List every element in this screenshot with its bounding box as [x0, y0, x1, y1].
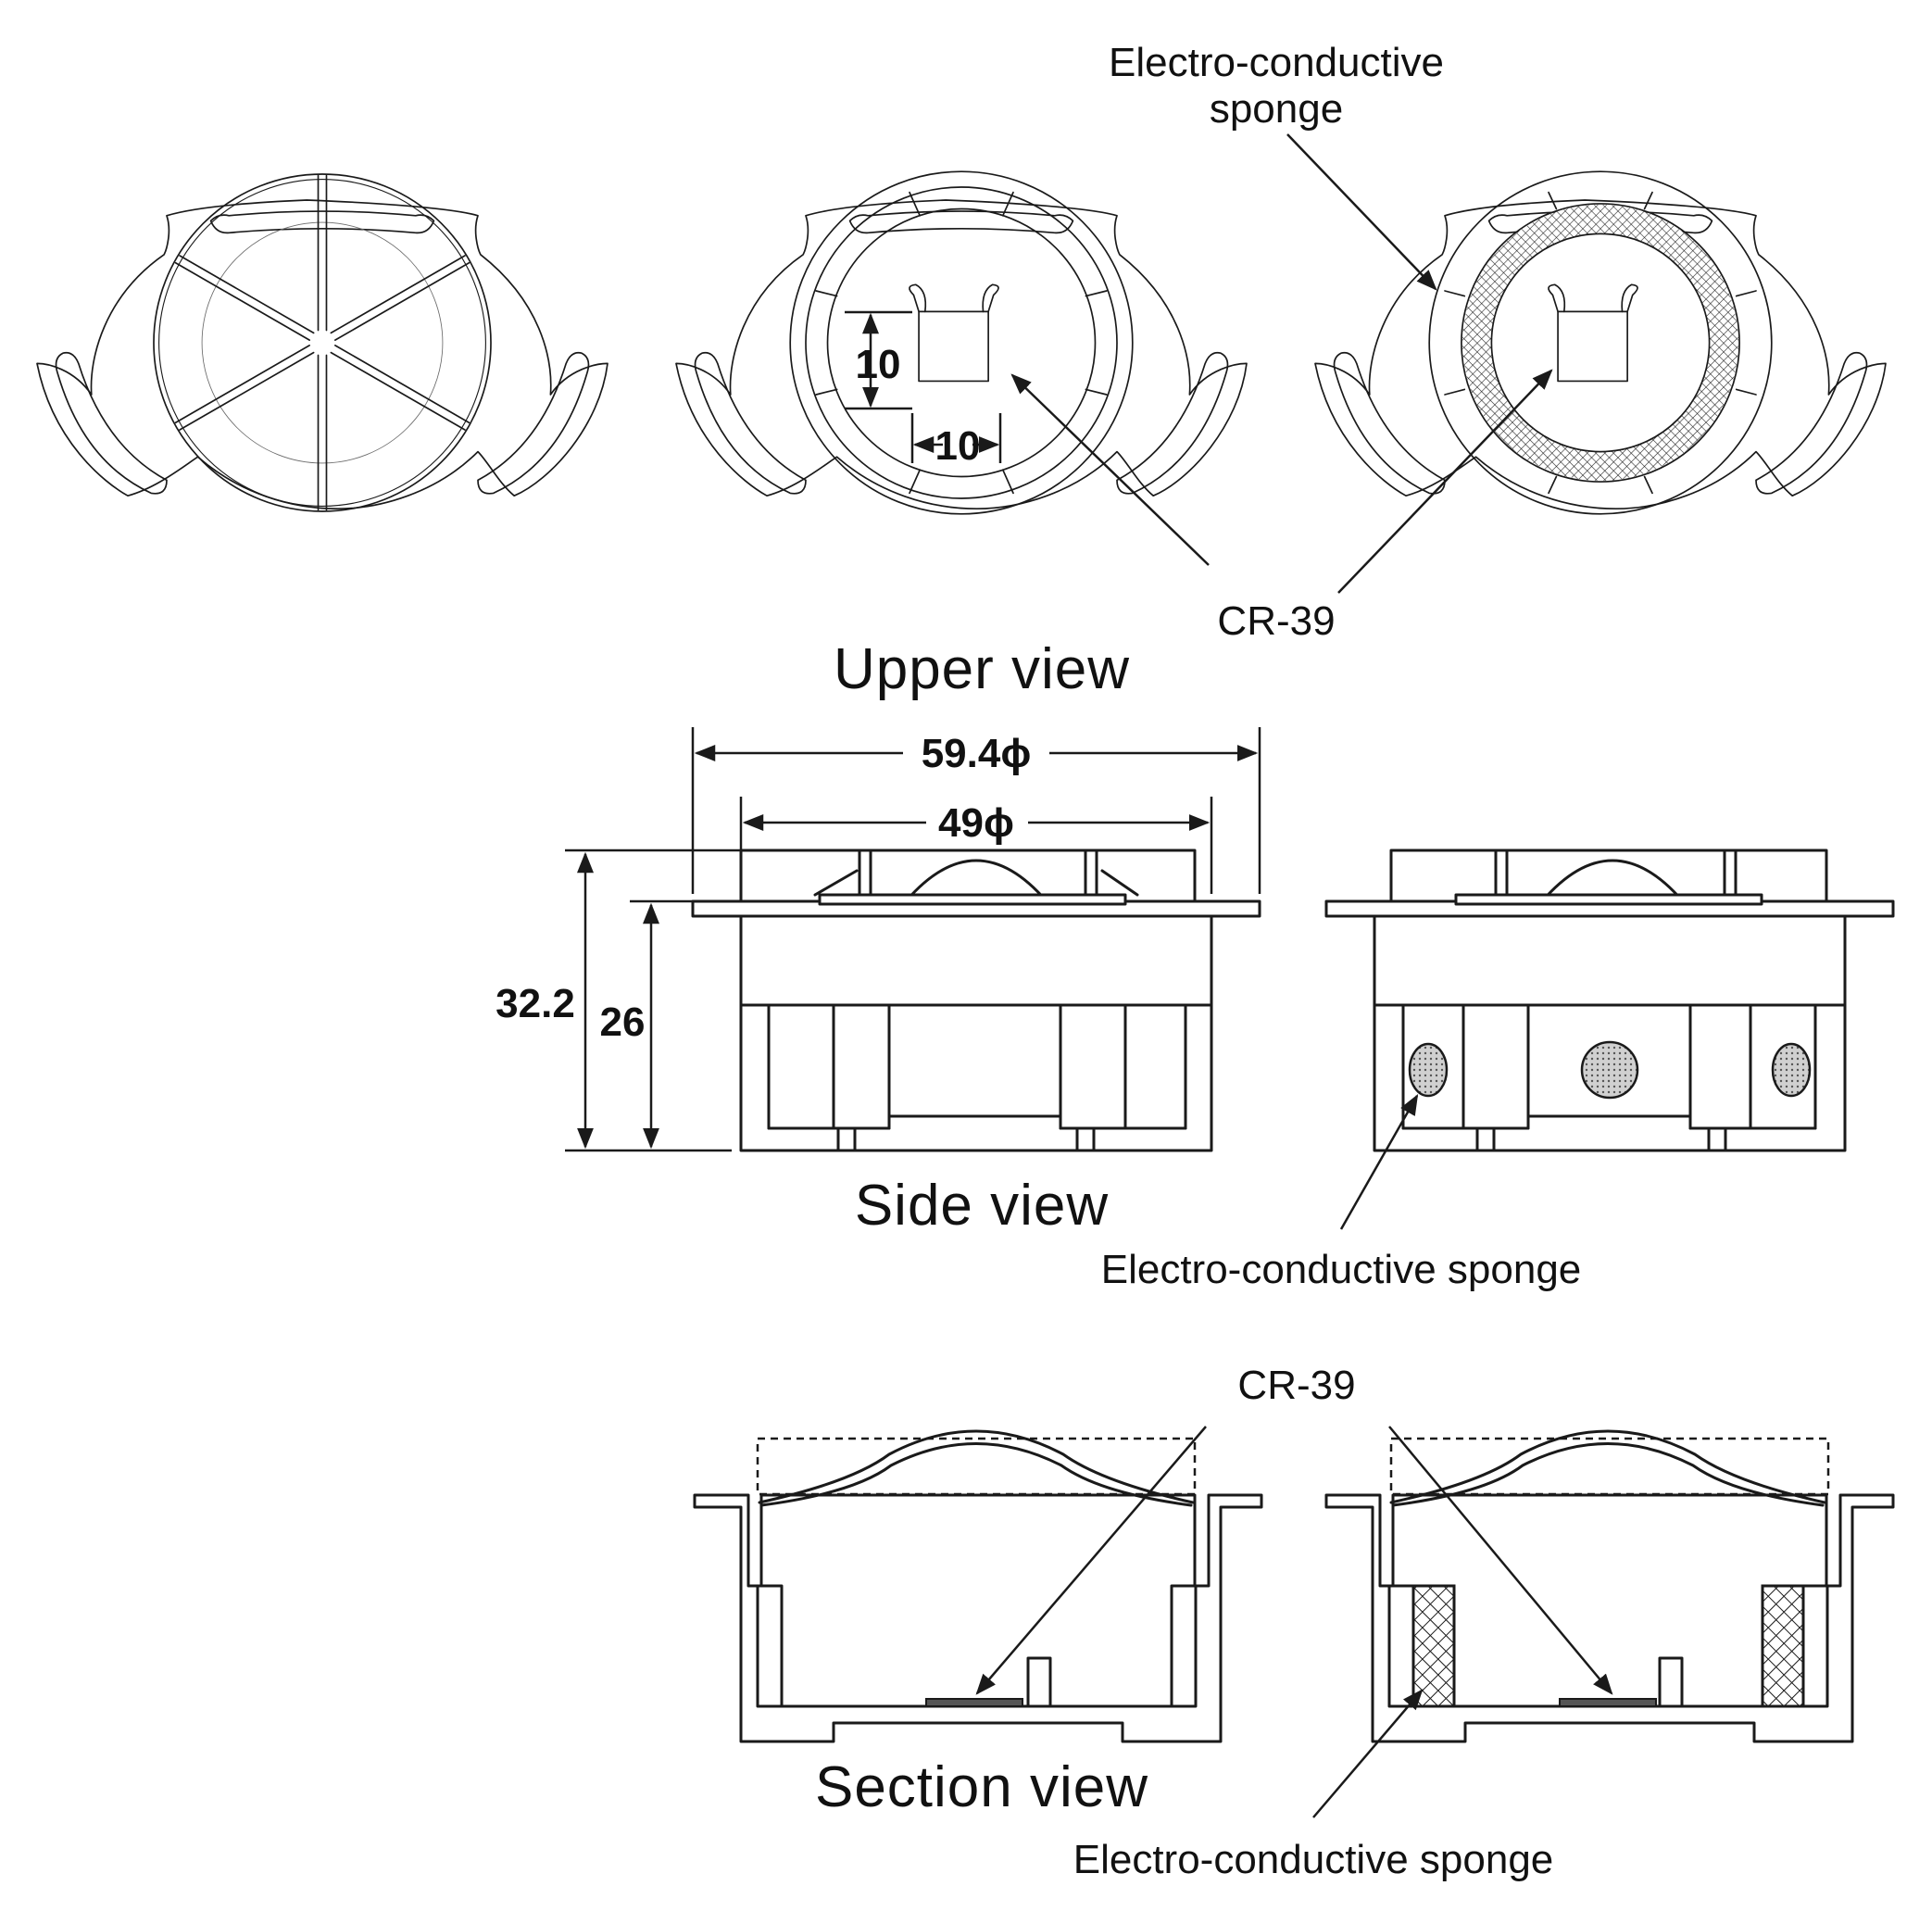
upper-view-leaders	[1010, 133, 1553, 594]
window-height-label: 10	[856, 342, 901, 387]
outer-diameter-label: 59.4ϕ	[922, 731, 1032, 776]
section-view-caption: Section view	[815, 1755, 1148, 1819]
side-sponge-leader	[1339, 1094, 1419, 1230]
sponge-disc-left	[1408, 1042, 1449, 1098]
window-dimension-lines	[845, 310, 1002, 463]
cr39-label-section: CR-39	[1237, 1363, 1355, 1408]
side-view-right	[1324, 849, 1895, 1152]
section-view-right	[1324, 1429, 1895, 1743]
sponge-label-line2: sponge	[1210, 86, 1343, 132]
sponge-disc-right	[1771, 1042, 1812, 1098]
cr39-chip-left	[925, 1698, 1023, 1707]
upper-view-housing-3	[1314, 170, 1887, 515]
sponge-block-left	[1411, 1584, 1456, 1708]
section-view-leaders	[975, 1426, 1613, 1818]
upper-view-housing-1	[36, 173, 608, 512]
cr39-chip-right	[1559, 1698, 1657, 1707]
side-sponge-label: Electro-conductive sponge	[1101, 1247, 1582, 1292]
upper-view-caption: Upper view	[834, 637, 1130, 701]
sponge-ring	[1462, 205, 1738, 481]
upper-view-housing-2	[675, 170, 1248, 515]
sponge-block-right	[1761, 1584, 1805, 1708]
body-height-label: 26	[600, 1000, 646, 1045]
side-view-dimensions	[565, 727, 1261, 1152]
side-view-caption: Side view	[855, 1174, 1109, 1238]
window-width-label: 10	[935, 423, 981, 469]
section-sponge-label: Electro-conductive sponge	[1073, 1837, 1554, 1882]
sponge-disc-center	[1580, 1040, 1639, 1100]
side-view-left	[691, 849, 1261, 1152]
inner-diameter-label: 49ϕ	[938, 800, 1014, 846]
total-height-label: 32.2	[496, 981, 575, 1026]
section-view-left	[693, 1429, 1263, 1743]
sponge-label-line1: Electro-conductive	[1109, 40, 1444, 85]
cr39-label-upper: CR-39	[1217, 598, 1335, 644]
